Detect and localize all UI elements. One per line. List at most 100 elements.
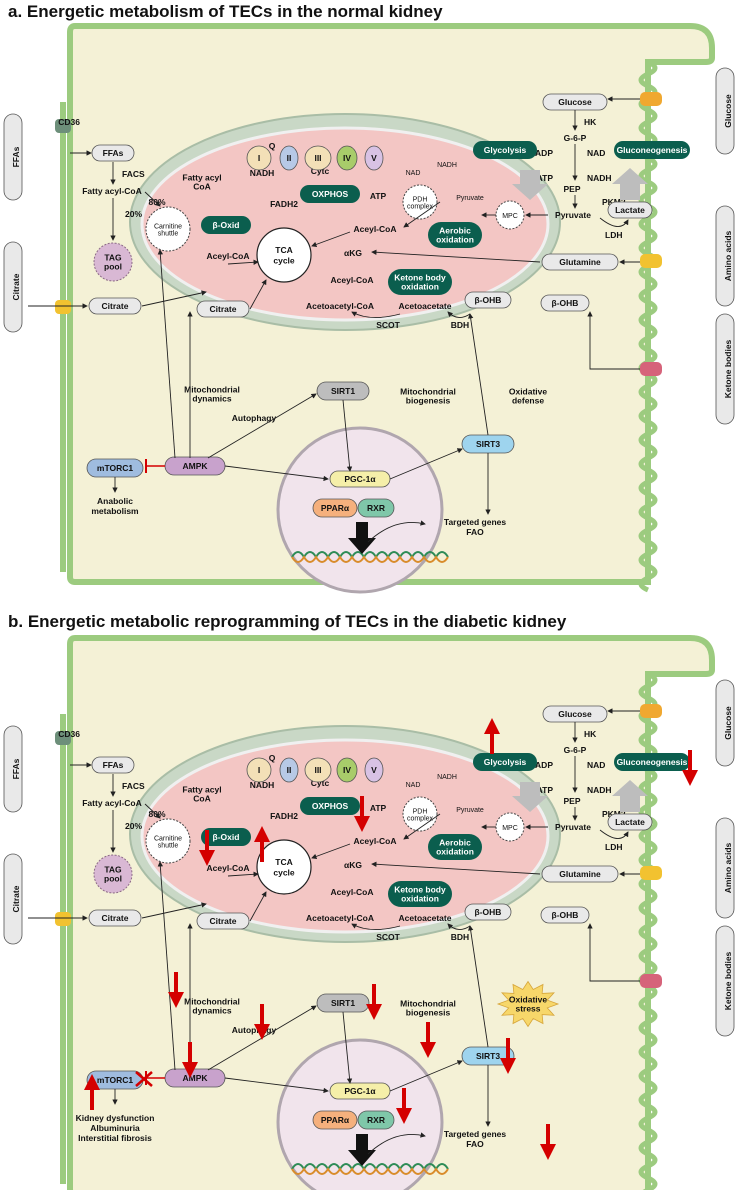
atp-label: ATP: [537, 785, 554, 795]
pyr-lactate-arrow: [599, 217, 629, 227]
dna-strand-1: [291, 551, 449, 559]
cd36-label: CD36: [58, 729, 80, 739]
citrate-cyto-box: [88, 297, 142, 315]
gluconeogenesis-label: Gluconeogenesis: [617, 757, 688, 767]
glutamine-box: [541, 253, 619, 271]
ffas-box: [91, 144, 135, 162]
glutamine-box: [541, 865, 619, 883]
complex-II: [279, 757, 299, 783]
ketone-bodies-outside-tab: [715, 313, 735, 425]
rxr-label: RXR: [367, 1115, 385, 1125]
gluconeogenesis-label: Gluconeogenesis: [617, 145, 688, 155]
complex-label-II: II: [287, 765, 292, 775]
pep-label: PEP: [563, 184, 580, 194]
pyruvate-label: Pyruvate: [555, 210, 591, 220]
ffas-label: FFAs: [103, 148, 124, 158]
complex-III: [304, 757, 332, 783]
q-label: Q: [269, 141, 276, 151]
citrate-outside-label: Citrate: [11, 885, 21, 912]
mito-bohb-label: β-OHB: [475, 295, 502, 305]
sirt1-pgc-arrow: [342, 399, 353, 472]
complex-IV: [336, 145, 358, 171]
ffas-outside-label: FFAs: [11, 146, 21, 167]
complex-label-III: III: [314, 153, 321, 163]
mito-nad-label: NAD: [406, 170, 421, 177]
mito-bohb-box: [464, 903, 512, 921]
ldh-label: LDH: [605, 842, 622, 852]
glucose-outside-tab: [715, 679, 735, 767]
targeted-genes-arrow: [367, 520, 426, 543]
tca-circle: [256, 839, 312, 895]
mito-pyruvate-label: Pyruvate: [456, 195, 484, 202]
mito-nadh-label: NADH: [250, 168, 275, 178]
glycolysis-box: [473, 753, 537, 771]
dna-strand-1: [291, 1163, 449, 1171]
citrate-transporter: [55, 300, 71, 314]
bohb-cyto-label: β-OHB: [552, 298, 579, 308]
cytc-label: Cytc: [311, 778, 330, 788]
bdh-label: BDH: [451, 320, 469, 330]
ketone-bodies-outside-tab: [715, 925, 735, 1037]
mito-atp-label: ATP: [370, 803, 387, 813]
mito-acyl-coa3-label: Aceyl-CoA: [331, 887, 374, 897]
citrate-cyto-box: [88, 909, 142, 927]
pdh-acyl-arrow: [403, 813, 441, 840]
pgc-sirt3-arrow: [389, 448, 463, 480]
ampk-label: AMPK: [182, 461, 208, 471]
pct20-label: 20%: [125, 821, 142, 831]
hk-label: HK: [584, 117, 597, 127]
mito-acyl-coa2-label: Aceyl-CoA: [354, 224, 397, 234]
pgc1a-label: PGC-1α: [344, 474, 376, 484]
carnitine-shuttle-circle: [145, 818, 191, 864]
bohb-cyto-label: β-OHB: [552, 910, 579, 920]
facs-label: FACS: [122, 169, 145, 179]
complex-label-IV: IV: [343, 765, 351, 775]
citrate-cyto-label: Citrate: [102, 301, 129, 311]
gluconeogenesis-up-arrow: [612, 780, 648, 812]
tca-circle: [256, 227, 312, 283]
glucose-label: Glucose: [558, 97, 592, 107]
akg-label: αKG: [344, 248, 362, 258]
atp-label: ATP: [537, 173, 554, 183]
oxphos-box: [300, 185, 360, 203]
pdh-acyl-arrow: [403, 201, 441, 228]
tag-pool-circle: [93, 854, 133, 894]
aerobic-oxidation-box: [428, 222, 482, 248]
complex-label-IV: IV: [343, 153, 351, 163]
panel-b-title: b. Energetic metabolic reprogramming of …: [8, 612, 567, 631]
to-shuttle-arrow: [144, 191, 161, 207]
boxid-tca-arrow: [227, 871, 259, 877]
complex-III: [304, 145, 332, 171]
glutamine-akg-arrow: [371, 861, 541, 875]
ampk-shuttle-arrow: [157, 861, 176, 1071]
mito-acyl-coa-label: Aceyl-CoA: [207, 251, 250, 261]
mito-citrate-box: [196, 300, 250, 318]
citrate-cyto-label: Citrate: [102, 913, 129, 923]
pyr-lactate-arrow: [599, 829, 629, 839]
ampk-sirt1-arrow: [207, 393, 317, 459]
glutamine-label: Glutamine: [559, 869, 601, 879]
bohb-cyto-box: [540, 294, 590, 312]
hk-label: HK: [584, 729, 597, 739]
transcription-arrow: [348, 522, 376, 554]
citrate-outside-label: Citrate: [11, 273, 21, 300]
ffas-outside-tab: [3, 725, 23, 813]
amino-acids-outside-tab: [715, 817, 735, 919]
adp-label: ADP: [535, 760, 553, 770]
ppara-box: [312, 1110, 358, 1130]
ffas-label: FFAs: [103, 760, 124, 770]
sirt1-label: SIRT1: [331, 386, 355, 396]
mito-nadh-label: NADH: [250, 780, 275, 790]
sirt1-pgc-arrow: [342, 1011, 353, 1084]
bohb-cyto-box: [540, 906, 590, 924]
